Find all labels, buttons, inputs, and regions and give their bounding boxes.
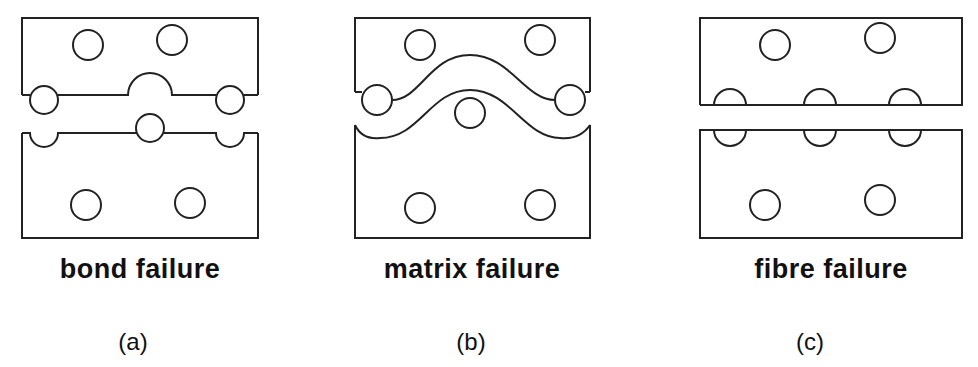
matrix-failure-figure xyxy=(355,18,590,238)
panel-letter: (a) xyxy=(118,329,147,355)
bond-failure-figure xyxy=(22,18,258,238)
fibre-failure-figure xyxy=(700,18,962,238)
panel-title: bond failure xyxy=(60,255,221,285)
panel-letter: (c) xyxy=(796,329,824,355)
panel-title: fibre failure xyxy=(754,255,908,285)
panel-title: matrix failure xyxy=(384,255,561,285)
panel-letter: (b) xyxy=(456,329,485,355)
